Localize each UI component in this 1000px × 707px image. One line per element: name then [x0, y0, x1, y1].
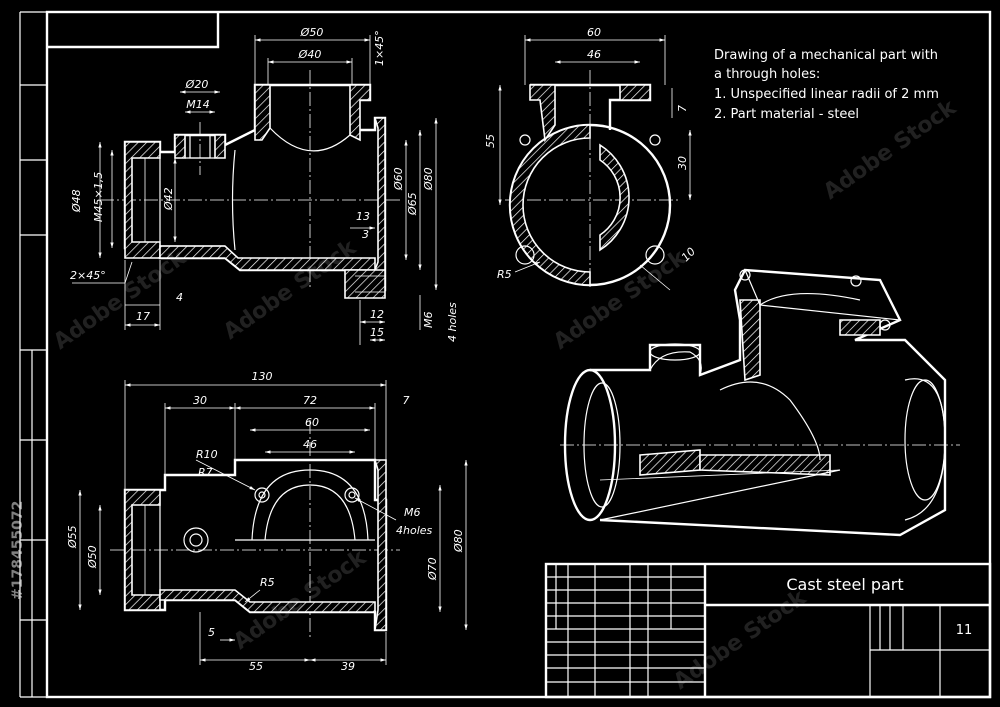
watermark-text-5: Adobe Stock [669, 585, 812, 695]
dim-chamfer-2x45: 2×45° [70, 269, 106, 282]
dim-17: 17 [136, 310, 150, 323]
dim-m45: M45×1,5 [92, 172, 105, 222]
watermark-text-1: Adobe Stock [49, 245, 192, 355]
top-dim-72: 72 [303, 394, 317, 407]
dim-d65: Ø65 [406, 192, 419, 216]
side-view: 60 46 55 7 30 10 R5 [484, 26, 698, 291]
sheet-frame [19, 10, 992, 699]
side-dim-55: 55 [484, 134, 497, 148]
top-dim-60: 60 [305, 416, 319, 429]
sheet-number: 11 [956, 623, 973, 638]
dim-d40: Ø40 [298, 48, 322, 61]
title-text: Cast steel part [786, 575, 903, 594]
dim-d48: Ø48 [70, 189, 83, 213]
dim-m14: M14 [186, 98, 210, 111]
drawing-notes: Drawing of a mechanical part with a thro… [714, 48, 939, 122]
dim-d50: Ø50 [300, 26, 324, 39]
top-dim-d55: Ø55 [66, 525, 79, 549]
top-dim-30: 30 [193, 394, 207, 407]
top-dim-d70: Ø70 [426, 557, 439, 581]
top-dim-5: 5 [208, 626, 215, 639]
note-line-2: a through holes: [714, 67, 820, 82]
side-dim-7: 7 [676, 105, 689, 112]
dim-4-holes: 4 holes [446, 302, 459, 342]
top-view: 130 30 72 7 60 46 R10 R7 M6 4holes Ø55 Ø… [66, 370, 468, 673]
watermark-text-2: Adobe Stock [219, 235, 362, 345]
dim-chamfer: 1×45° [373, 30, 386, 66]
top-dim-130: 130 [252, 370, 273, 383]
top-dim-m6: M6 [404, 506, 421, 519]
top-dim-d80: Ø80 [452, 529, 465, 553]
watermark-text-3: Adobe Stock [549, 245, 692, 355]
top-dim-55: 55 [249, 660, 263, 673]
top-dim-4holes: 4holes [396, 524, 433, 537]
dim-12: 12 [370, 308, 384, 321]
dim-3: 3 [362, 228, 369, 241]
top-dim-46: 46 [303, 438, 317, 451]
side-dim-46: 46 [587, 48, 601, 61]
side-dim-60: 60 [587, 26, 601, 39]
side-dim-r5: R5 [497, 268, 512, 281]
dim-d20: Ø20 [185, 78, 209, 91]
dim-15: 15 [370, 326, 384, 339]
note-line-4: 2. Part material - steel [714, 107, 859, 122]
dim-d60: Ø60 [392, 167, 405, 191]
isometric-view [560, 268, 960, 537]
watermark-id: #178455072 [10, 501, 26, 600]
dim-4: 4 [176, 291, 183, 304]
watermark-text-4: Adobe Stock [229, 545, 372, 655]
dim-13: 13 [356, 210, 370, 223]
note-line-3: 1. Unspecified linear radii of 2 mm [714, 87, 939, 102]
top-dim-7: 7 [403, 394, 410, 407]
note-line-1: Drawing of a mechanical part with [714, 48, 938, 63]
dim-d42: Ø42 [162, 187, 175, 211]
top-dim-r10: R10 [196, 448, 218, 461]
top-dim-r7: R7 [198, 466, 213, 479]
top-dim-r5: R5 [260, 576, 275, 589]
dim-m6: M6 [422, 312, 435, 329]
dim-d80: Ø80 [422, 167, 435, 191]
side-dim-30: 30 [676, 156, 689, 170]
top-dim-d50: Ø50 [86, 545, 99, 569]
title-block: Cast steel part 11 [544, 562, 992, 699]
top-dim-39: 39 [341, 660, 355, 673]
front-view: Ø50 Ø40 1×45° Ø20 M14 Ø48 M45×1,5 Ø42 Ø6… [70, 26, 459, 345]
